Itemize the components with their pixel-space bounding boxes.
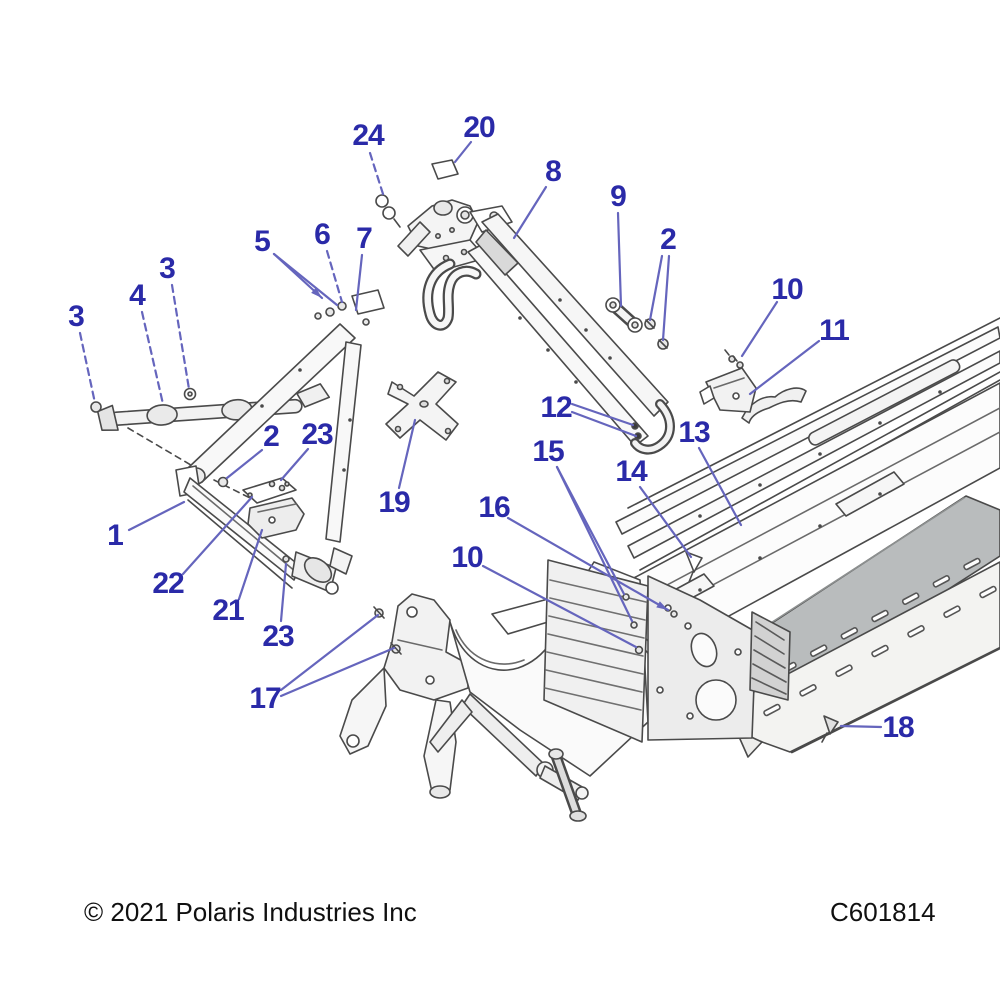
leader-arrowhead-16	[656, 601, 668, 610]
copyright-text: © 2021 Polaris Industries Inc	[84, 897, 417, 927]
mount-bracket-21	[247, 497, 305, 539]
running-board-slot	[809, 644, 828, 657]
leader-line-10	[481, 564, 638, 649]
bolt-18	[823, 715, 839, 735]
running-board-slots	[763, 557, 997, 717]
diagram-code: C601814	[830, 897, 936, 927]
running-board-slot	[835, 664, 853, 677]
bracket-11	[705, 367, 757, 413]
leader-line-9	[616, 211, 623, 308]
leader-line-19	[397, 418, 417, 490]
leader-line-24	[368, 151, 385, 196]
running-board-slot	[763, 703, 781, 717]
leader-line-13	[697, 446, 743, 527]
upper-steering-support	[373, 159, 839, 743]
leader-line-15	[555, 465, 634, 623]
mount-bracket-19	[385, 371, 459, 441]
leader-line-18	[839, 724, 883, 729]
leader-line-3	[78, 331, 97, 405]
engine-mount-screws	[622, 593, 678, 655]
running-board-slot	[943, 605, 961, 618]
leader-line-23	[279, 447, 310, 482]
front-a-frame	[90, 289, 385, 595]
leader-line-1	[127, 500, 186, 532]
mount-plate-22	[242, 477, 297, 504]
running-board-slot	[932, 575, 951, 588]
leader-line-3	[170, 283, 191, 391]
running-board-slot	[907, 625, 925, 638]
running-board-slot	[840, 627, 859, 640]
front-bulkhead	[339, 559, 791, 822]
leader-line-2	[648, 254, 664, 322]
leader-line-17	[279, 646, 396, 698]
leader-line-5	[272, 252, 339, 307]
running-board-slot	[963, 557, 981, 571]
leader-line-20	[453, 140, 473, 164]
leader-lines-layer	[78, 140, 883, 729]
leader-line-16	[506, 516, 670, 612]
leader-line-23	[279, 562, 288, 623]
leader-line-21	[237, 528, 264, 601]
leader-line-2	[661, 254, 671, 342]
leader-line-2	[225, 448, 264, 480]
leader-line-14	[638, 485, 693, 559]
leader-line-10	[740, 300, 779, 358]
leader-arrowhead-5	[311, 287, 322, 298]
running-board-slot	[901, 592, 920, 605]
running-board-slot	[979, 585, 997, 599]
running-board-slot	[871, 609, 889, 623]
leader-line-6	[325, 249, 344, 304]
leader-line-11	[748, 339, 821, 396]
leader-line-4	[140, 310, 165, 406]
leader-line-8	[512, 185, 548, 240]
leader-line-22	[181, 495, 254, 576]
leader-line-7	[354, 253, 364, 312]
plate-20	[431, 159, 459, 180]
leader-line-12	[570, 410, 638, 438]
leader-line-12	[570, 402, 635, 427]
leader-line-17	[279, 613, 380, 692]
running-board-slot	[799, 684, 817, 697]
running-board-slot	[871, 644, 889, 658]
